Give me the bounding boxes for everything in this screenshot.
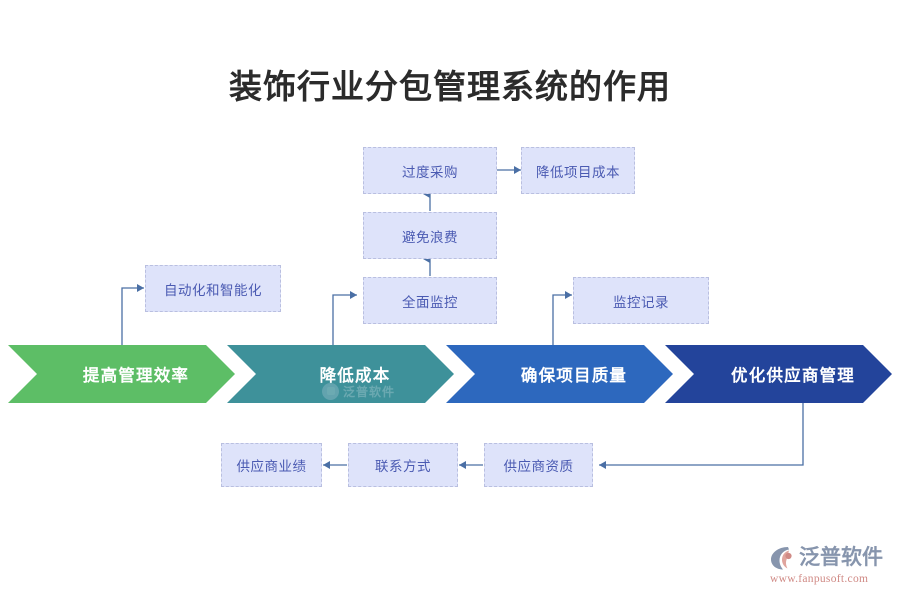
chevron-quality[interactable] <box>446 345 673 403</box>
page-title: 装饰行业分包管理系统的作用 <box>229 68 671 105</box>
chevron-cost[interactable] <box>227 345 454 403</box>
chevron-supplier[interactable] <box>665 345 892 403</box>
brand-url: www.fanpusoft.com <box>770 573 869 585</box>
chevron-efficiency[interactable] <box>8 345 235 403</box>
watermark-logo-icon <box>322 382 339 400</box>
connector-supplier-qualification <box>599 403 804 469</box>
node-avoid-waste[interactable]: 避免浪费 <box>363 212 497 259</box>
node-supplier-performance[interactable]: 供应商业绩 <box>221 443 322 487</box>
brand-logo: 泛普软件 www.fanpusoft.com <box>768 543 892 591</box>
node-full-monitor[interactable]: 全面监控 <box>363 277 497 324</box>
connectors <box>121 166 804 469</box>
connector-cost-fullmonitor <box>332 291 357 345</box>
node-contact-method[interactable]: 联系方式 <box>348 443 458 487</box>
fanpu-logo-icon <box>768 544 796 572</box>
chevron-band <box>8 345 892 403</box>
node-monitor-record[interactable]: 监控记录 <box>573 277 709 324</box>
connector-efficiency-automation <box>121 284 144 345</box>
brand-name: 泛普软件 <box>799 546 883 569</box>
node-reduce-cost[interactable]: 降低项目成本 <box>521 147 635 194</box>
connector-quality-monitorrecord <box>552 291 572 345</box>
node-supplier-qualification[interactable]: 供应商资质 <box>484 443 593 487</box>
center-watermark: 泛普软件 <box>322 378 432 404</box>
node-automation[interactable]: 自动化和智能化 <box>145 265 281 312</box>
node-over-purchase[interactable]: 过度采购 <box>363 147 497 194</box>
watermark-label: 泛普软件 <box>343 384 396 399</box>
